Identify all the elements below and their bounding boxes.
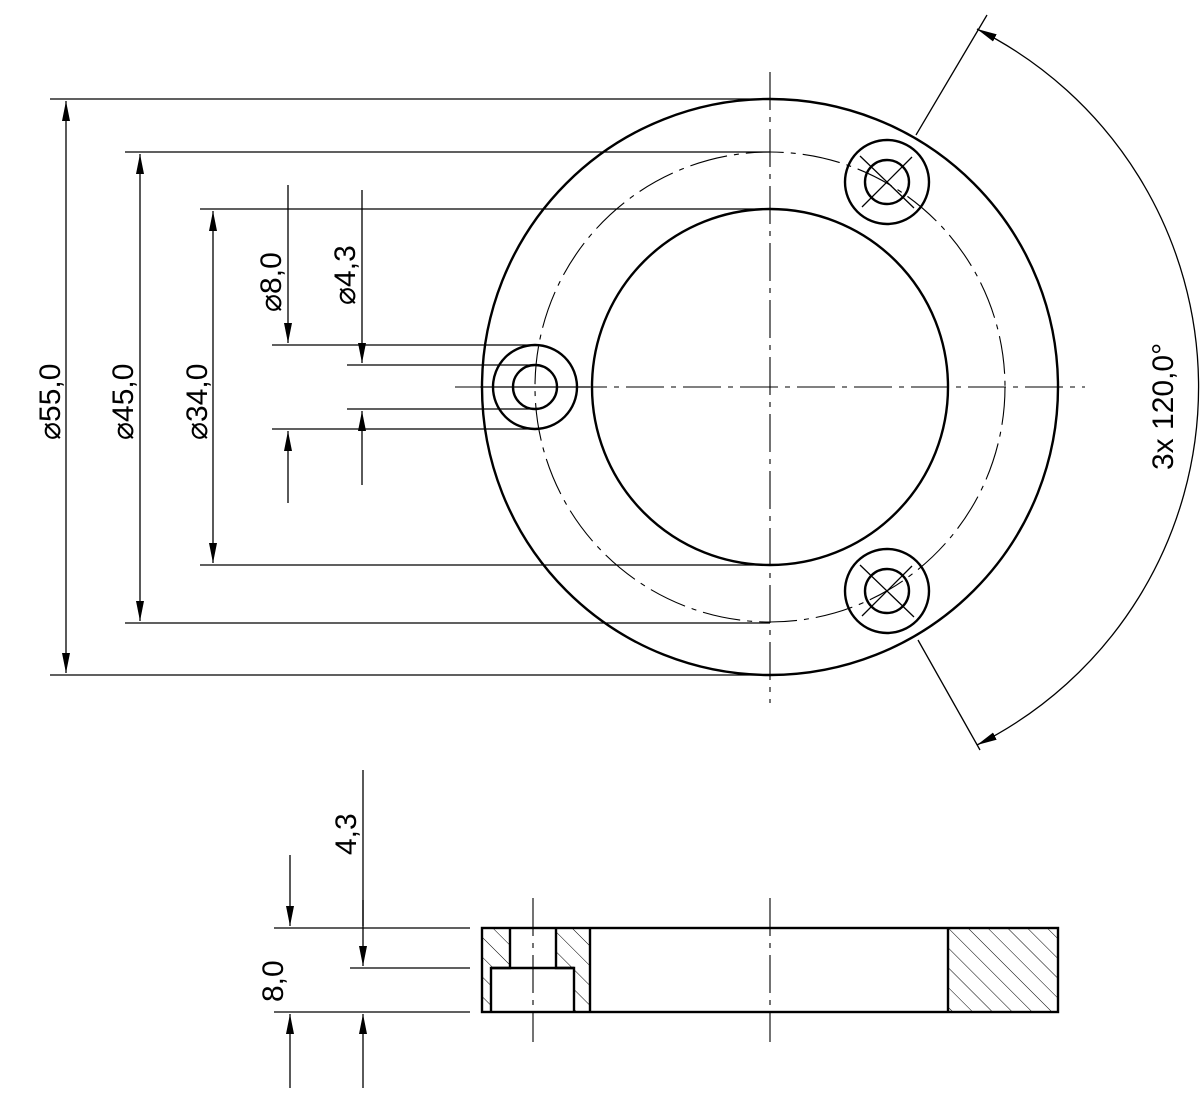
dim-text-43: ⌀4,3 [329, 245, 362, 305]
hole-left [480, 343, 590, 431]
dim-text-angle: 3x 120,0° [1147, 343, 1180, 470]
section-view: 8,0 4,3 [257, 770, 1060, 1088]
dim-text-45: ⌀45,0 [107, 364, 140, 440]
hole-bottom-right [843, 547, 931, 635]
angle-ext-line-top [915, 14, 988, 136]
top-view: ⌀55,0 ⌀45,0 ⌀34,0 ⌀8,0 ⌀4,3 3x 120,0° [34, 14, 1200, 751]
dim-text-8: ⌀8,0 [255, 252, 288, 312]
dim-text-34: ⌀34,0 [181, 364, 214, 440]
dim-text-depth: 4,3 [330, 813, 363, 855]
hatch-right [948, 928, 1058, 1012]
angle-arc [976, 28, 1200, 746]
angle-ext-line-bottom [917, 639, 981, 751]
dim-text-thickness: 8,0 [257, 960, 290, 1002]
hole-top-right [843, 138, 931, 226]
dim-text-55: ⌀55,0 [34, 364, 67, 440]
